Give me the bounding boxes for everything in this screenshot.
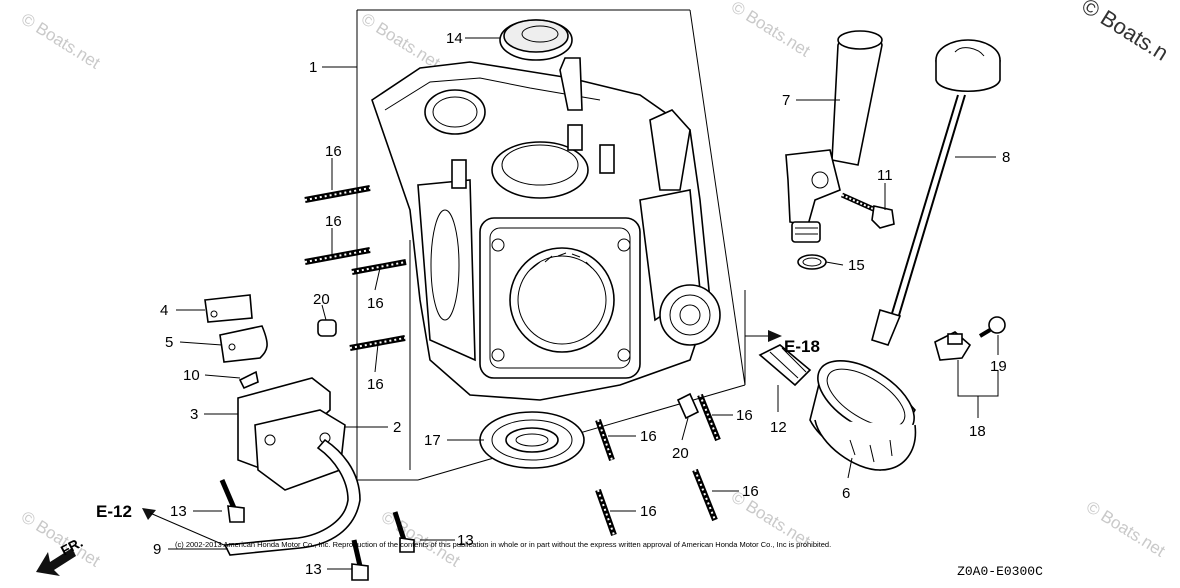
watermark: © Boats.net xyxy=(728,0,814,61)
callout-4: 4 xyxy=(160,302,168,319)
callout-5: 5 xyxy=(165,334,173,351)
flange-bolts xyxy=(219,479,415,581)
diagram-code: Z0A0-E0300C xyxy=(957,564,1043,579)
callout-18: 18 xyxy=(969,423,986,440)
callout-16: 16 xyxy=(742,483,759,500)
callout-16: 16 xyxy=(640,428,657,445)
callout-16: 16 xyxy=(325,213,342,230)
callout-19: 19 xyxy=(990,358,1007,375)
oil-seal xyxy=(499,19,573,61)
callout-9: 9 xyxy=(153,541,161,558)
breather-assembly xyxy=(204,294,361,556)
callout-16: 16 xyxy=(736,407,753,424)
crankcase xyxy=(371,57,721,401)
watermark: © Boats.net xyxy=(18,9,104,72)
e18-arrow xyxy=(745,330,782,342)
callout-1: 1 xyxy=(309,59,317,76)
reference-e18: E-18 xyxy=(784,337,820,356)
callout-3: 3 xyxy=(190,406,198,423)
watermark: © Boats.net xyxy=(1083,497,1169,560)
callout-17: 17 xyxy=(424,432,441,449)
callout-2: 2 xyxy=(393,419,401,436)
callout-8: 8 xyxy=(1002,149,1010,166)
callout-16: 16 xyxy=(367,295,384,312)
watermark: © Boats.net xyxy=(378,507,464,570)
callout-13: 13 xyxy=(457,532,474,549)
callout-16: 16 xyxy=(367,376,384,393)
callout-12: 12 xyxy=(770,419,787,436)
callout-10: 10 xyxy=(183,367,200,384)
filter-nipple xyxy=(758,344,812,387)
corner-watermark: © Boats.n xyxy=(1077,0,1172,66)
callout-20: 20 xyxy=(313,291,330,308)
reference-e12: E-12 xyxy=(96,502,132,521)
copyright-notice: (c) 2002-2013 American Honda Motor Co., … xyxy=(175,540,831,549)
callout-14: 14 xyxy=(446,30,463,47)
e12-arrow xyxy=(142,508,225,546)
o-ring xyxy=(797,254,827,270)
callout-15: 15 xyxy=(848,257,865,274)
callout-13: 13 xyxy=(170,503,187,520)
callout-6: 6 xyxy=(842,485,850,502)
leader-lines xyxy=(168,37,999,570)
oil-pressure-switch xyxy=(934,316,1006,361)
watermark: © Boats.net xyxy=(358,9,444,72)
callout-20: 20 xyxy=(672,445,689,462)
callout-11: 11 xyxy=(877,167,893,184)
callout-13: 13 xyxy=(305,561,322,578)
dipstick xyxy=(871,39,1001,346)
callout-16: 16 xyxy=(325,143,342,160)
callout-7: 7 xyxy=(782,92,790,109)
oil-filler-tube xyxy=(785,30,883,243)
bolt-11 xyxy=(840,192,895,229)
callout-labels: 14 1 7 8 11 15 16 16 16 16 20 4 5 10 3 2… xyxy=(153,30,1010,578)
bearing xyxy=(479,411,585,469)
stud-bolts xyxy=(304,185,721,537)
front-arrow-icon xyxy=(36,548,76,576)
oil-filter xyxy=(809,360,917,471)
callout-16: 16 xyxy=(640,503,657,520)
dowel-pins xyxy=(317,319,700,420)
